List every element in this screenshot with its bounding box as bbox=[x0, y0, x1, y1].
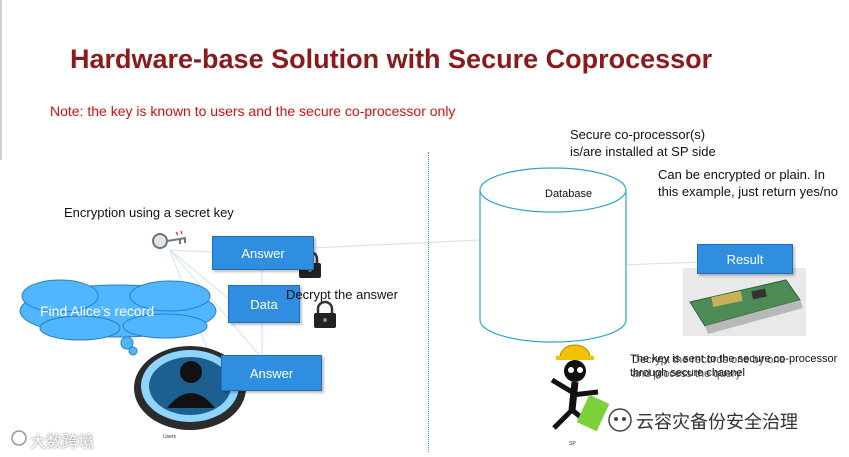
result-note: Can be encrypted or plain. In this examp… bbox=[658, 166, 838, 200]
side-divider bbox=[428, 152, 429, 452]
answer-box-plain: Answer bbox=[221, 355, 322, 391]
coprocessor-card-image bbox=[683, 268, 806, 336]
watermark-right-logo-icon bbox=[608, 408, 632, 432]
watermark-left-logo-icon bbox=[11, 430, 27, 446]
overlap-text-b-line2: and process the query bbox=[632, 368, 741, 380]
slide-left-edge bbox=[0, 0, 2, 160]
data-box: Data bbox=[228, 285, 300, 323]
user-avatar bbox=[134, 346, 246, 430]
encryption-label: Encryption using a secret key bbox=[64, 205, 234, 220]
watermark-right: 云容灾备份安全治理 bbox=[636, 412, 798, 432]
decrypt-label: Decrypt the answer bbox=[286, 287, 398, 302]
overlap-text-a-line2: through secure channel bbox=[630, 367, 745, 379]
coprocessor-note: Secure co-processor(s) is/are installed … bbox=[570, 126, 716, 160]
slide-note: Note: the key is known to users and the … bbox=[50, 103, 456, 119]
padlock-icon-lower bbox=[314, 300, 336, 328]
result-note-line1: Can be encrypted or plain. In bbox=[658, 167, 825, 182]
users-caption: Users bbox=[163, 434, 177, 440]
sp-caption: SP bbox=[569, 441, 576, 447]
watermark-left: 大数跨境 bbox=[30, 434, 95, 451]
overlap-text-b-line1: Decrypt the records one by one bbox=[632, 354, 786, 366]
thought-cloud bbox=[19, 279, 217, 356]
overlap-text-a-line1: The key is sent to the secure co-process… bbox=[630, 353, 838, 365]
database-cylinder bbox=[479, 167, 627, 343]
coprocessor-note-line1: Secure co-processor(s) bbox=[570, 127, 706, 142]
overlap-text-a: The key is sent to the secure co-process… bbox=[630, 352, 837, 380]
database-label: Database bbox=[545, 188, 593, 200]
worker-figure-icon bbox=[550, 344, 610, 432]
answer-box-encrypted: Answer bbox=[212, 236, 314, 270]
result-note-line2: this example, just return yes/no bbox=[658, 184, 838, 199]
coprocessor-note-line2: is/are installed at SP side bbox=[570, 144, 716, 159]
key-icon bbox=[152, 233, 187, 249]
key-spark-icon bbox=[175, 230, 183, 236]
result-box: Result bbox=[697, 244, 793, 274]
slide-title: Hardware-base Solution with Secure Copro… bbox=[70, 44, 713, 74]
cloud-text: Find Alice’s record bbox=[40, 303, 155, 319]
overlap-text-b: Decrypt the records one by one and proce… bbox=[632, 353, 785, 381]
